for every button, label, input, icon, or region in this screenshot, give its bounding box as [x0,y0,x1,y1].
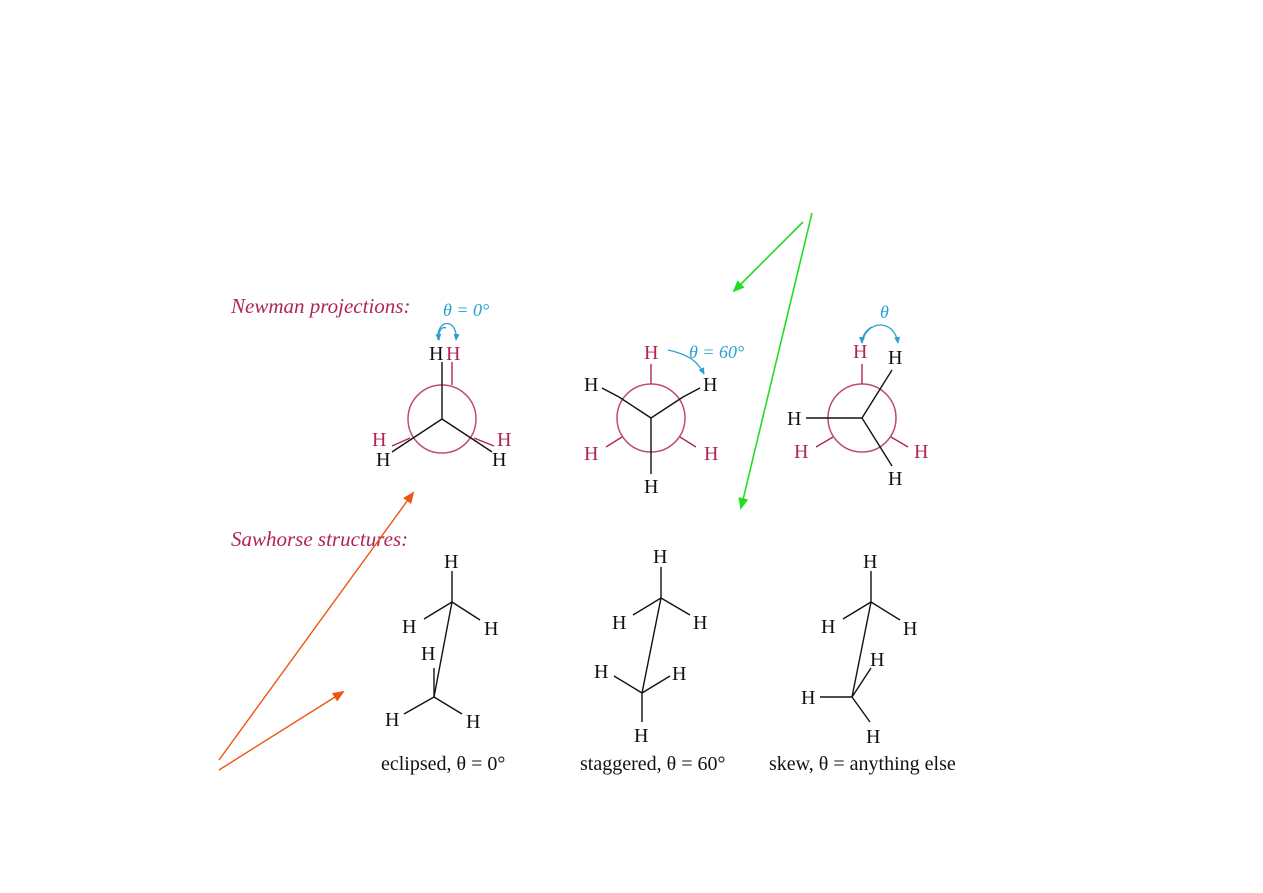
ch-bond [451,601,481,621]
front-bond [650,396,684,419]
h-atom: H [584,374,598,396]
front-bond-ext [479,443,493,453]
angle-arc [437,323,460,341]
front-bond [403,418,443,445]
back-bond [391,437,411,447]
angle-label: θ = 0° [443,300,489,320]
h-atom: H [584,443,598,465]
orange-annotation-arrows [218,491,415,771]
cc-bond [851,601,872,698]
ch-bond [641,675,671,694]
orange-arrow [218,491,415,761]
ch-bond [613,675,643,694]
green-annotation-arrows [732,212,813,510]
h-atom: H [594,661,608,683]
back-bond [605,436,623,448]
ch-bond [403,696,435,715]
h-atom: H [644,476,658,498]
ch-bond [632,597,662,616]
caption-eclipsed: eclipsed, θ = 0° [381,753,505,775]
orange-arrow [218,690,345,771]
h-atom: H [693,612,707,634]
h-atom: H [787,408,801,430]
h-atom: H [612,612,626,634]
h-atom: H [801,687,815,709]
h-atom: H [634,725,648,747]
h-atom: H [653,546,667,568]
ch-bond [423,601,453,620]
back-bond [890,436,909,448]
ch-bond [433,696,463,715]
front-bond [618,396,652,419]
h-atom: H [703,374,717,396]
back-bond [473,437,495,447]
back-bond [679,436,697,448]
angle-label: θ [880,302,889,322]
caption-skew: skew, θ = anything else [769,753,956,775]
cc-bond [433,601,453,698]
h-atom: H [914,441,928,463]
cc-bond [641,597,662,694]
newman-staggered: H H H H H H θ = 60° [584,342,744,498]
h-atom: H [429,343,443,365]
angle-arc-tail [859,326,873,344]
angle-arc [667,349,705,375]
h-atom: H [484,618,498,640]
sawhorse-staggered [613,567,691,722]
front-bond [861,417,893,467]
h-atom: H [888,468,902,490]
front-bond [861,369,893,419]
h-atom: H [466,711,480,733]
h-atom: H [863,551,877,573]
h-atom: H [644,342,658,364]
h-atom: H [497,429,511,451]
h-atom: H [866,726,880,748]
h-atom: H [821,616,835,638]
back-bond [815,436,834,448]
newman-skew: H H H H H H θ [787,302,928,490]
front-bond-ext [682,387,701,398]
h-atom: H [672,663,686,685]
h-atom: H [372,429,386,451]
angle-label: θ = 60° [689,342,744,362]
angle-arc-tail [435,326,447,341]
caption-staggered: staggered, θ = 60° [580,753,726,775]
h-atom: H [492,449,506,471]
green-arrow [732,221,804,293]
sawhorse-heading: Sawhorse structures: [231,527,408,551]
green-arrow [738,212,813,510]
front-bond-ext [391,443,405,453]
sawhorse-skew [820,571,901,723]
h-atom: H [704,443,718,465]
front-bond [441,418,481,445]
h-atom: H [870,649,884,671]
h-atom: H [446,343,460,365]
sawhorse-eclipsed [403,571,481,715]
newman-heading: Newman projections: [230,294,410,318]
h-atom: H [402,616,416,638]
h-atom: H [376,449,390,471]
ch-bond [660,597,691,616]
ch-bond [851,667,872,698]
front-bond-ext [601,387,620,398]
h-atom: H [888,347,902,369]
h-atom: H [444,551,458,573]
h-atom: H [903,618,917,640]
h-atom: H [421,643,435,665]
ch-bond [842,601,872,620]
h-atom: H [385,709,399,731]
ch-bond [870,601,901,621]
newman-eclipsed: H H H H H H θ = 0° [372,300,511,471]
ch-bond [851,696,871,723]
h-atom: H [794,441,808,463]
h-atom: H [853,341,867,363]
